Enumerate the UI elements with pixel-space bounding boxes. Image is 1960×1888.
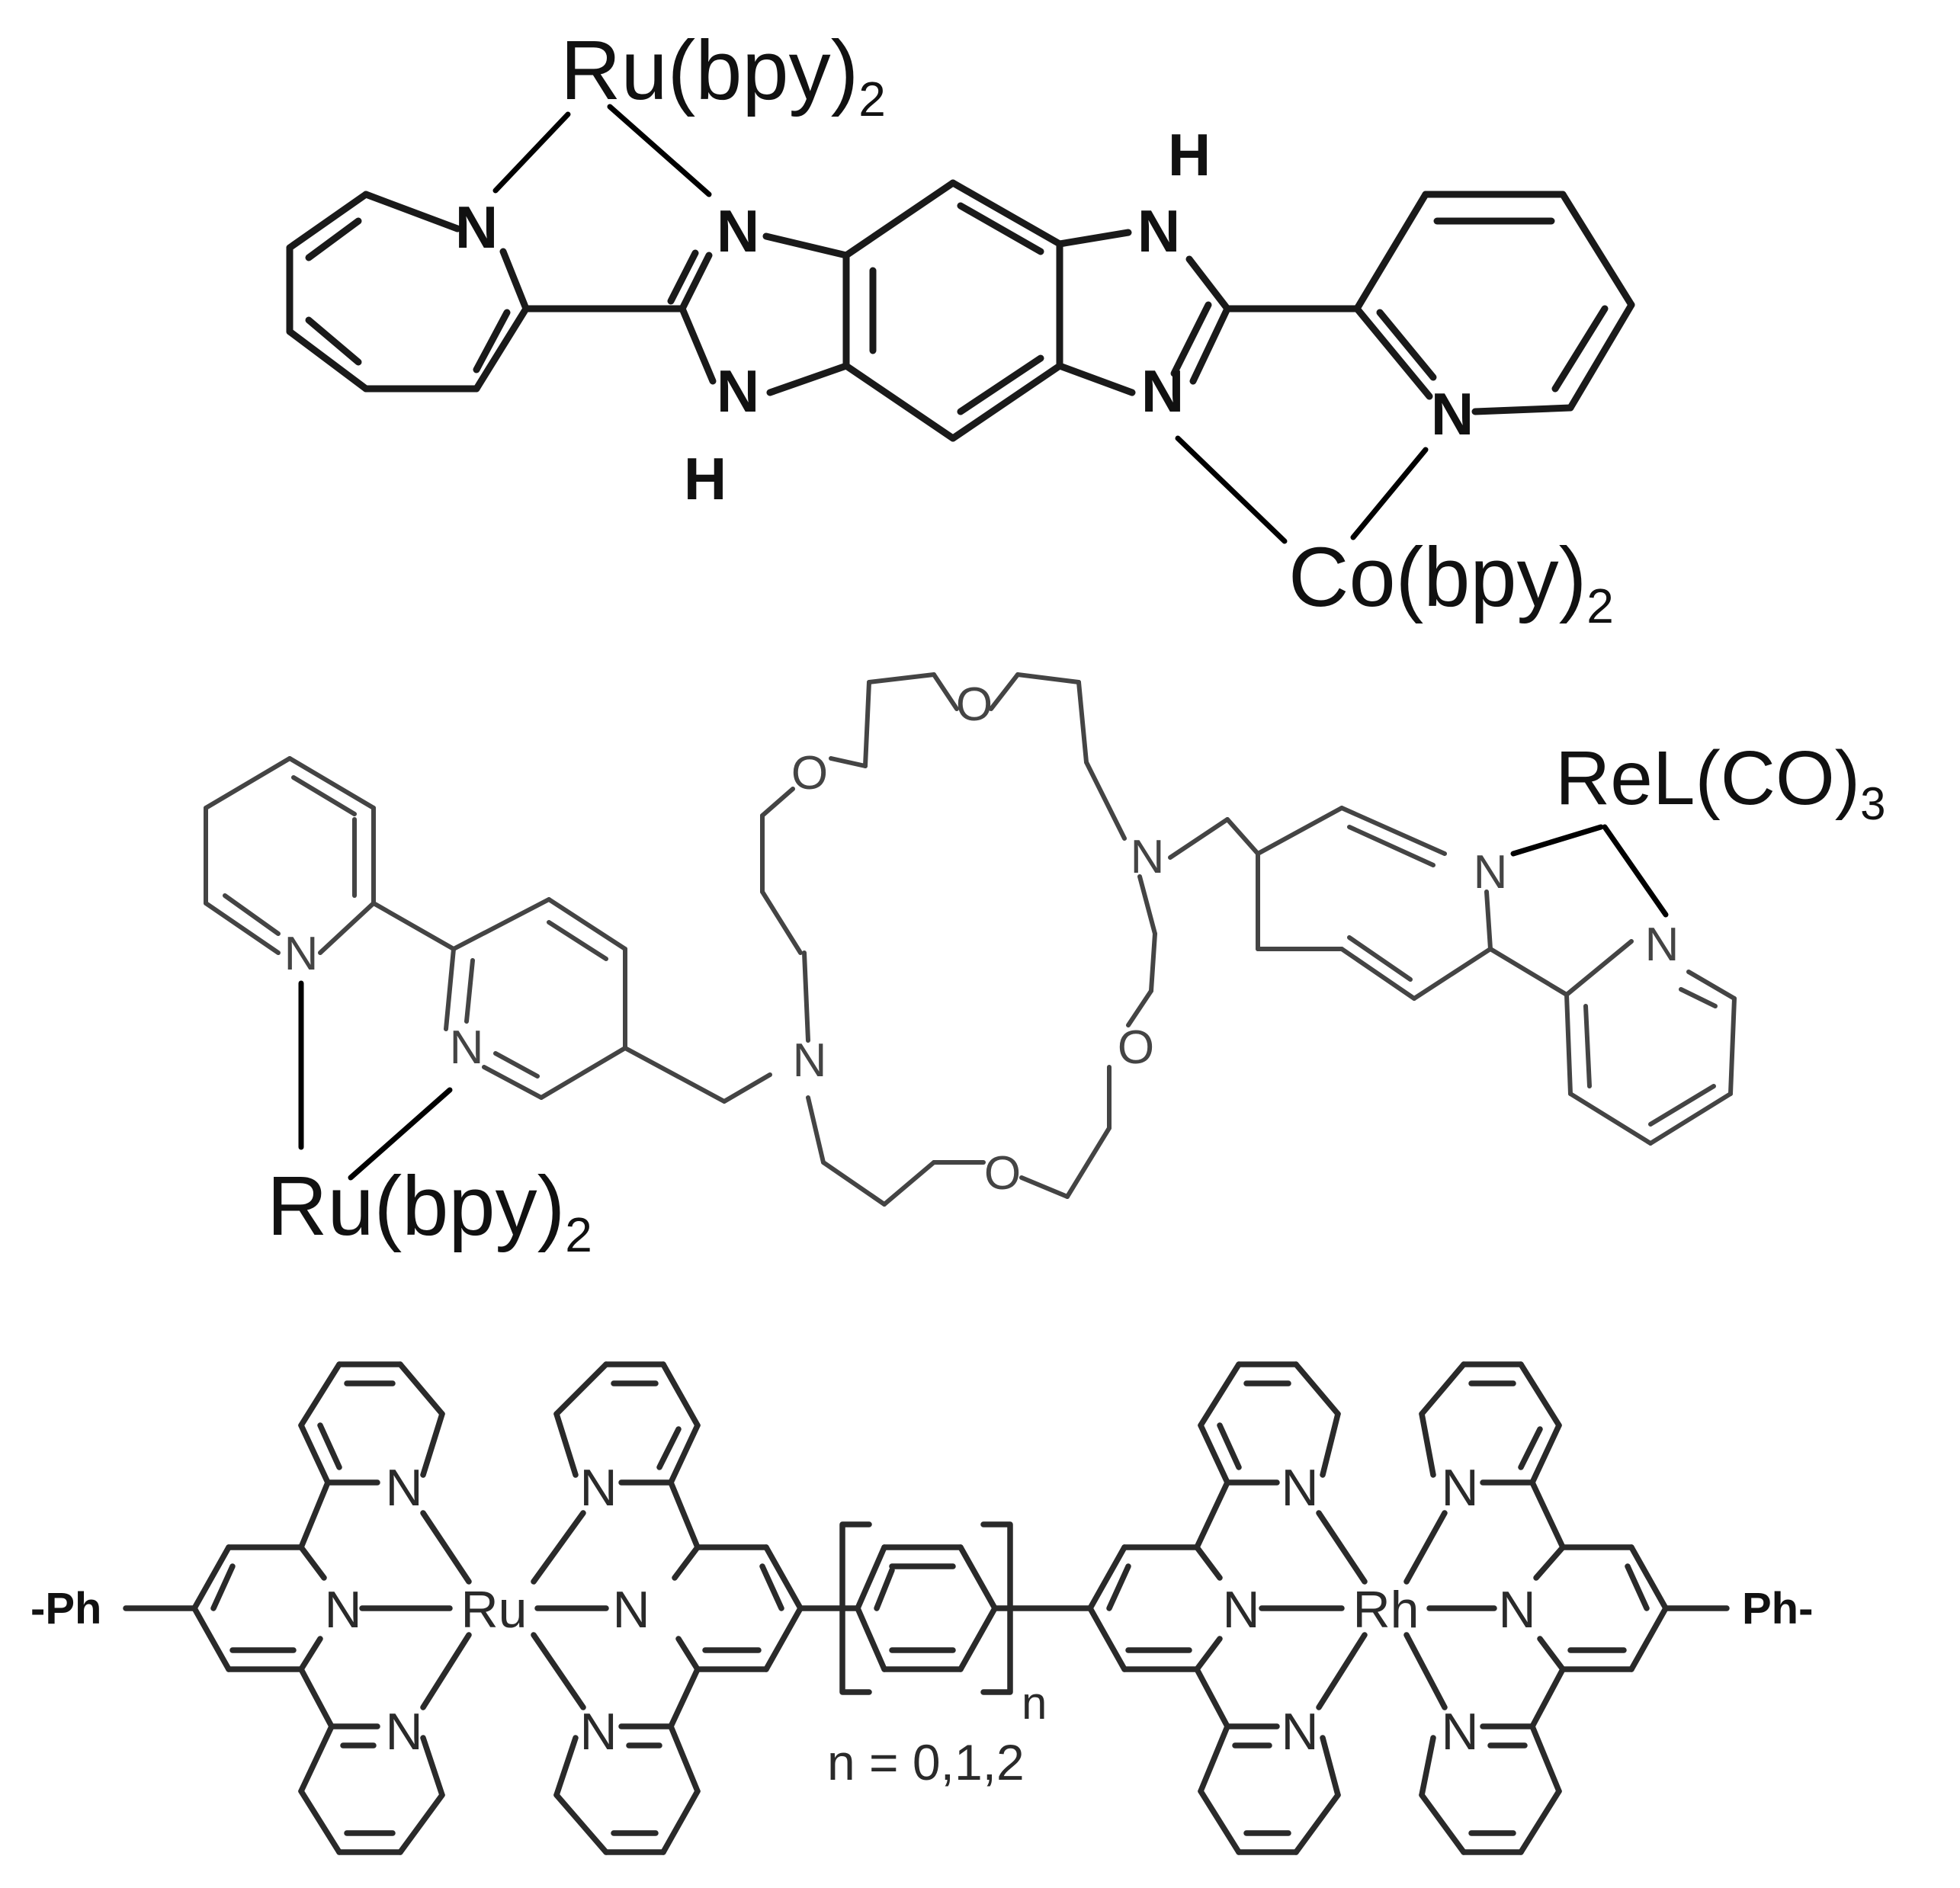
s1-atom-n: N: [1137, 197, 1180, 264]
s1-metal-co-label: Co(bpy)2: [1288, 530, 1614, 633]
s1-atom-h: H: [684, 445, 727, 512]
s3-phenyl-end-left: -Ph: [30, 1584, 101, 1633]
s2-metal-ru-subscript: 2: [565, 1207, 592, 1262]
s1-atom-n: N: [1431, 380, 1474, 447]
s2-metal-ru-label: Ru(bpy)2: [267, 1159, 592, 1262]
structure-ru-co-bibenzimidazole: N N N H N H N N Ru(bpy)2 Co(bpy)2: [286, 24, 1635, 633]
s1-central-benzene: [842, 179, 1063, 442]
s2-crown-ether: [623, 672, 1260, 1207]
s2-atom-n: N: [450, 1021, 484, 1074]
s1-coordination-bonds: [492, 104, 1429, 544]
s3-phenylene-bridge: [839, 1521, 1093, 1695]
s3-phenyl-end-right: Ph-: [1742, 1584, 1813, 1633]
s3-repeat-index: n: [1022, 1678, 1047, 1729]
s2-atom-o: O: [984, 1147, 1021, 1200]
s3-rh-terpyridine-right: [1419, 1361, 1730, 1855]
s2-metal-re-label: ReL(CO)3: [1555, 736, 1885, 829]
s3-metal-rh: Rh: [1353, 1581, 1419, 1639]
s2-metal-ru-main: Ru(bpy): [267, 1159, 565, 1253]
s2-metal-re-main: ReL(CO): [1555, 736, 1860, 821]
s2-atom-n: N: [793, 1034, 827, 1087]
s3-atom-n: N: [1281, 1703, 1318, 1761]
s3-atom-n: N: [324, 1581, 361, 1639]
s3-atom-n: N: [579, 1459, 617, 1517]
s2-atom-n: N: [1474, 846, 1508, 899]
s2-middle-pyridine: [371, 897, 627, 1100]
s3-atom-n: N: [1281, 1459, 1318, 1517]
s2-atom-labels: N N N O O N O O N N: [284, 678, 1679, 1200]
s3-atom-n: N: [1222, 1581, 1259, 1639]
structure-ru-re-crown-ether: N N N O O N O O N N Ru(bpy)2 ReL(CO)3: [204, 672, 1885, 1262]
s1-atom-n: N: [717, 357, 759, 425]
s1-metal-ru-main: Ru(bpy): [560, 24, 858, 117]
s2-atom-n: N: [1645, 918, 1679, 971]
s2-coordination-bonds: [298, 824, 1669, 1181]
s3-atom-labels: N N N N N N N N N N N N Ru Rh: [324, 1459, 1535, 1761]
s1-left-pyridine: [286, 191, 530, 393]
s2-atom-o: O: [1118, 1021, 1154, 1074]
s1-atom-n: N: [1141, 357, 1184, 425]
s3-atom-n: N: [1441, 1459, 1478, 1517]
s1-metal-co-main: Co(bpy): [1288, 530, 1586, 624]
s3-rh-terpyridine-left: [1087, 1361, 1341, 1855]
s3-ru-terpyridine-left: [123, 1361, 445, 1855]
s3-atom-n: N: [1498, 1581, 1535, 1639]
s1-atom-labels: N N N H N H N N: [455, 121, 1474, 512]
structure-ru-rh-terpyridine-dyad: N N N N N N N N N N N N Ru Rh -Ph Ph- n …: [30, 1361, 1813, 1855]
s3-metal-ru: Ru: [461, 1581, 528, 1639]
s3-atom-n: N: [612, 1581, 650, 1639]
s1-atom-h: H: [1168, 121, 1211, 188]
s2-atom-n: N: [284, 928, 319, 980]
s3-ru-terpyridine-right: [553, 1361, 861, 1855]
s1-metal-ru-label: Ru(bpy)2: [560, 24, 886, 127]
s2-left-pyridine: [204, 756, 376, 955]
s3-atom-n: N: [385, 1459, 422, 1517]
s1-imidazole-left: [522, 232, 850, 396]
s1-metal-co-subscript: 2: [1586, 579, 1614, 633]
s1-metal-ru-subscript: 2: [858, 72, 886, 127]
s3-coordination-bonds: [359, 1510, 1497, 1710]
s2-atom-o: O: [956, 678, 993, 731]
s2-atom-n: N: [1131, 831, 1165, 883]
s1-atom-n: N: [455, 194, 498, 261]
s1-imidazole-right: [1056, 229, 1231, 396]
s3-atom-n: N: [1441, 1703, 1478, 1761]
s2-metal-re-subscript: 3: [1860, 778, 1885, 829]
s3-atom-n: N: [385, 1703, 422, 1761]
s1-atom-n: N: [717, 197, 759, 264]
s2-atom-o: O: [791, 747, 828, 800]
s1-right-pyridine: [1224, 191, 1635, 415]
s3-atom-n: N: [579, 1703, 617, 1761]
s3-n-values: n = 0,1,2: [827, 1734, 1025, 1790]
s2-right-bipyridine: [1256, 806, 1737, 1146]
